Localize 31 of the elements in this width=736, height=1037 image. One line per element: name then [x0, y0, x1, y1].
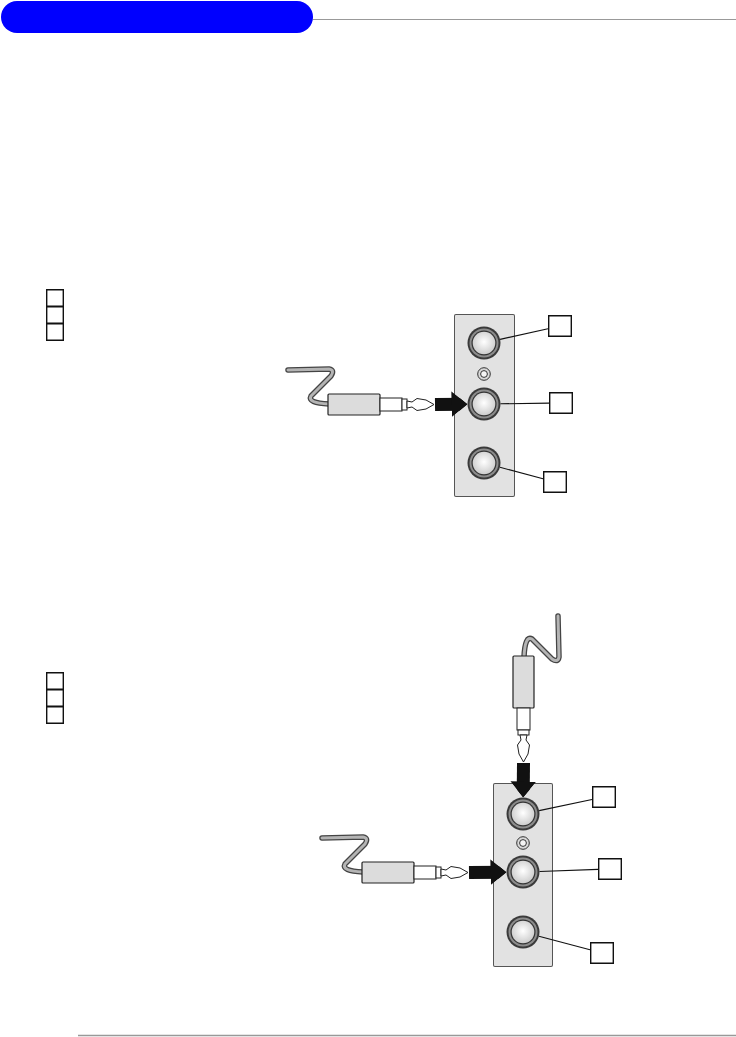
leader-line: [538, 935, 591, 951]
callout-box: [592, 786, 616, 808]
leader-line: [499, 328, 549, 340]
callout-box: [598, 858, 622, 880]
audio-jack: [467, 446, 501, 480]
empty-square: [46, 289, 64, 307]
empty-square: [46, 672, 64, 690]
callout-box: [543, 471, 567, 493]
audio-plug: [285, 364, 435, 417]
empty-square: [46, 323, 64, 341]
audio-jack: [506, 855, 540, 889]
audio-jack: [467, 326, 501, 360]
callout-box: [590, 942, 614, 964]
callout-box: [548, 315, 572, 337]
empty-square: [46, 689, 64, 707]
audio-plug: [511, 613, 564, 763]
leader-line: [538, 798, 593, 812]
jack-panel: [493, 783, 553, 967]
arrow: [468, 859, 507, 886]
leader-line: [538, 868, 599, 872]
audio-jack: [506, 797, 540, 831]
empty-square: [46, 706, 64, 724]
empty-square: [46, 306, 64, 324]
arrow: [434, 391, 468, 418]
jack-panel: [454, 314, 515, 497]
leader-line: [499, 402, 550, 405]
audio-plug: [319, 832, 469, 885]
audio-jack: [467, 387, 501, 421]
audio-jack: [506, 915, 540, 949]
callout-box: [549, 392, 573, 414]
leader-line: [499, 466, 544, 480]
